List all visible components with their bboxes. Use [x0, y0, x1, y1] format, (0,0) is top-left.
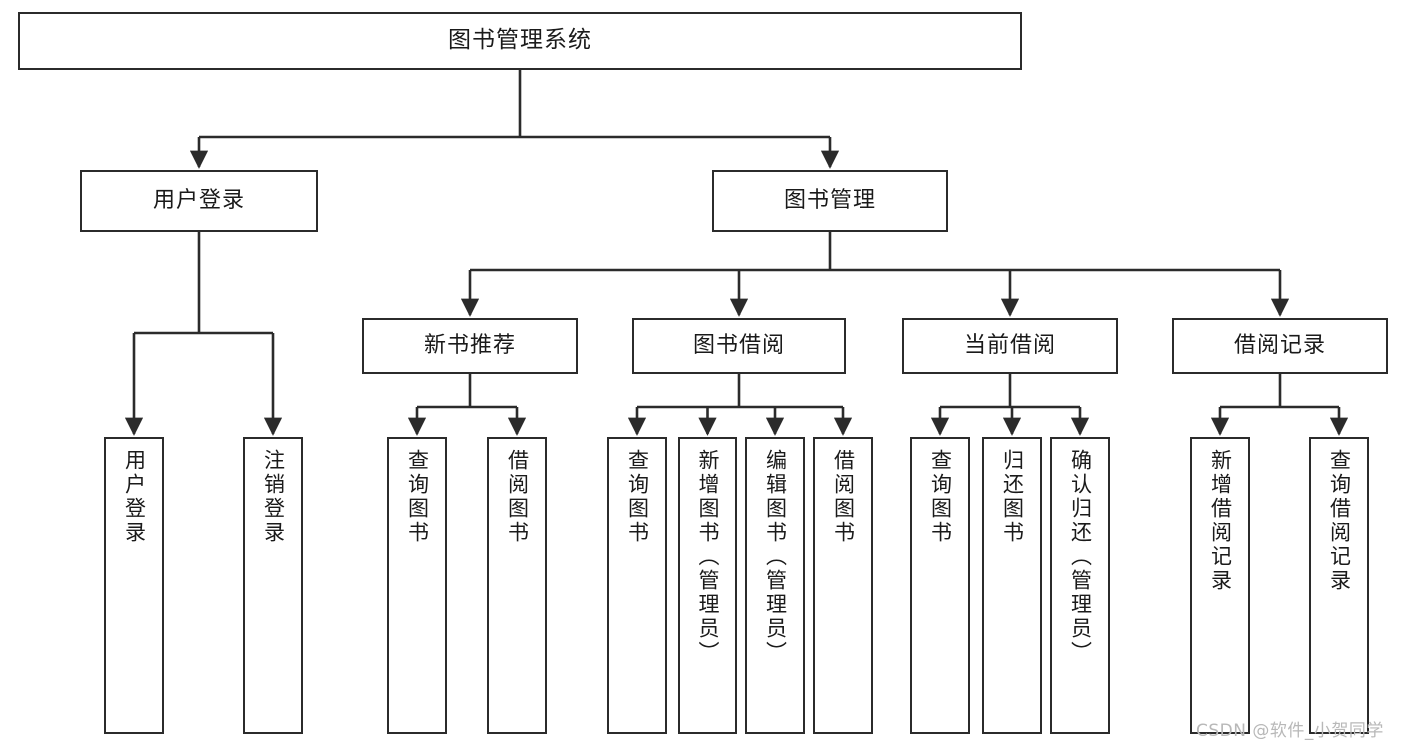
node-leaf-add-borrow-rec[interactable]: 新增借阅记录: [1190, 437, 1250, 734]
node-label: 确认归还（管理员）: [1068, 449, 1093, 665]
node-borrow-record[interactable]: 借阅记录: [1172, 318, 1388, 374]
node-label: 新增借阅记录: [1208, 449, 1233, 593]
node-leaf-return-book[interactable]: 归还图书: [982, 437, 1042, 734]
node-leaf-confirm-return[interactable]: 确认归还（管理员）: [1050, 437, 1110, 734]
csdn-watermark: CSDN @软件_小贺同学: [1196, 721, 1384, 741]
node-label: 新书推荐: [423, 332, 516, 358]
node-new-book-rec[interactable]: 新书推荐: [362, 318, 578, 374]
node-label: 查询图书: [928, 449, 953, 545]
node-current-borrow[interactable]: 当前借阅: [902, 318, 1118, 374]
node-label: 借阅图书: [505, 449, 530, 545]
node-label: 借阅记录: [1233, 332, 1326, 358]
node-label: 编辑图书（管理员）: [763, 449, 788, 665]
node-user-login[interactable]: 用户登录: [80, 170, 318, 232]
node-leaf-query-book-3[interactable]: 查询图书: [910, 437, 970, 734]
node-leaf-logout-login[interactable]: 注销登录: [243, 437, 303, 734]
node-label: 当前借阅: [963, 332, 1056, 358]
node-leaf-query-book-2[interactable]: 查询图书: [607, 437, 667, 734]
node-label: 新增图书（管理员）: [696, 449, 720, 665]
node-label: 用户登录: [152, 187, 245, 213]
node-label: 查询图书: [625, 449, 650, 545]
node-label: 查询借阅记录: [1327, 449, 1352, 593]
node-book-borrow[interactable]: 图书借阅: [632, 318, 846, 374]
node-leaf-borrow-book-2[interactable]: 借阅图书: [813, 437, 873, 734]
node-label: 借阅图书: [831, 449, 856, 545]
node-label: 归还图书: [1000, 449, 1025, 545]
node-book-manage[interactable]: 图书管理: [712, 170, 948, 232]
node-leaf-borrow-book-1[interactable]: 借阅图书: [487, 437, 547, 734]
node-label: 查询图书: [405, 449, 430, 545]
node-label: 图书管理: [783, 187, 876, 213]
node-leaf-query-book-1[interactable]: 查询图书: [387, 437, 447, 734]
node-leaf-edit-book-admin[interactable]: 编辑图书（管理员）: [745, 437, 805, 734]
node-label: 图书管理系统: [448, 27, 592, 54]
node-label: 注销登录: [261, 449, 286, 545]
node-leaf-add-book-admin[interactable]: 新增图书（管理员）: [678, 437, 737, 734]
node-label: 图书借阅: [692, 332, 785, 358]
node-leaf-user-login[interactable]: 用户登录: [104, 437, 164, 734]
node-leaf-query-borrow-rec[interactable]: 查询借阅记录: [1309, 437, 1369, 734]
node-root[interactable]: 图书管理系统: [18, 12, 1022, 70]
node-label: 用户登录: [122, 449, 147, 545]
